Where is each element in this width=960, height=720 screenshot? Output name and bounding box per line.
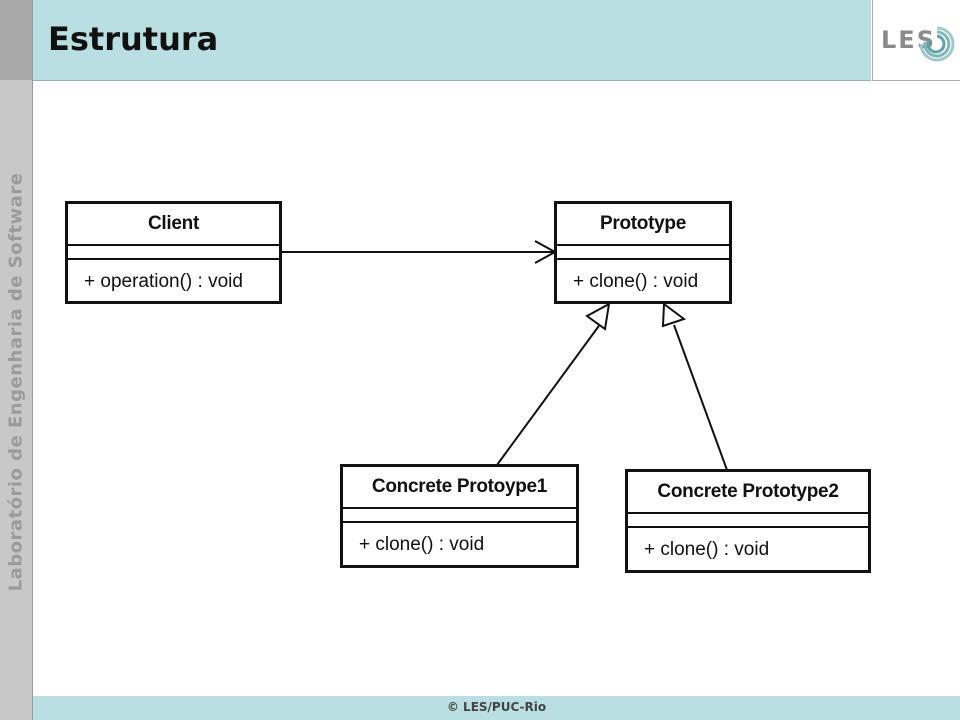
class-operation: + clone() : void (644, 539, 770, 560)
class-divider (557, 258, 729, 260)
class-divider (68, 244, 279, 246)
class-concrete-prototype2: Concrete Prototype2 + clone() : void (625, 469, 871, 573)
class-divider (557, 244, 729, 246)
class-client: Client + operation() : void (65, 201, 282, 304)
class-divider (343, 507, 576, 509)
sidebar: Laboratório de Engenharia de Software (0, 0, 33, 720)
class-name: Client (148, 213, 199, 234)
class-operation: + operation() : void (84, 271, 243, 292)
class-operation: + clone() : void (573, 271, 699, 292)
slide-footer: © LES/PUC-Rio (33, 696, 960, 720)
class-name: Concrete Protoype1 (371, 476, 548, 497)
footer-copyright: © LES/PUC-Rio (446, 700, 547, 714)
sidebar-top-block (0, 0, 32, 80)
class-concrete-protoype1: Concrete Protoype1 + clone() : void (340, 464, 579, 568)
generalization-line-2 (673, 324, 728, 471)
class-prototype: Prototype + clone() : void (554, 201, 732, 304)
inheritance-triangle-icon (661, 302, 687, 328)
les-logo: LES (872, 0, 960, 81)
generalization-line-1 (496, 322, 602, 466)
class-operation: + clone() : void (359, 534, 485, 555)
class-divider (68, 258, 279, 260)
class-divider (628, 526, 868, 528)
class-divider (628, 512, 868, 514)
swirl-logo-icon (919, 26, 955, 62)
slide-header: Estrutura (33, 0, 871, 81)
class-divider (343, 521, 576, 523)
inheritance-triangle-icon (585, 302, 611, 331)
slide-title: Estrutura (48, 20, 219, 58)
class-name: Concrete Prototype2 (657, 481, 839, 502)
class-name: Prototype (600, 213, 686, 234)
